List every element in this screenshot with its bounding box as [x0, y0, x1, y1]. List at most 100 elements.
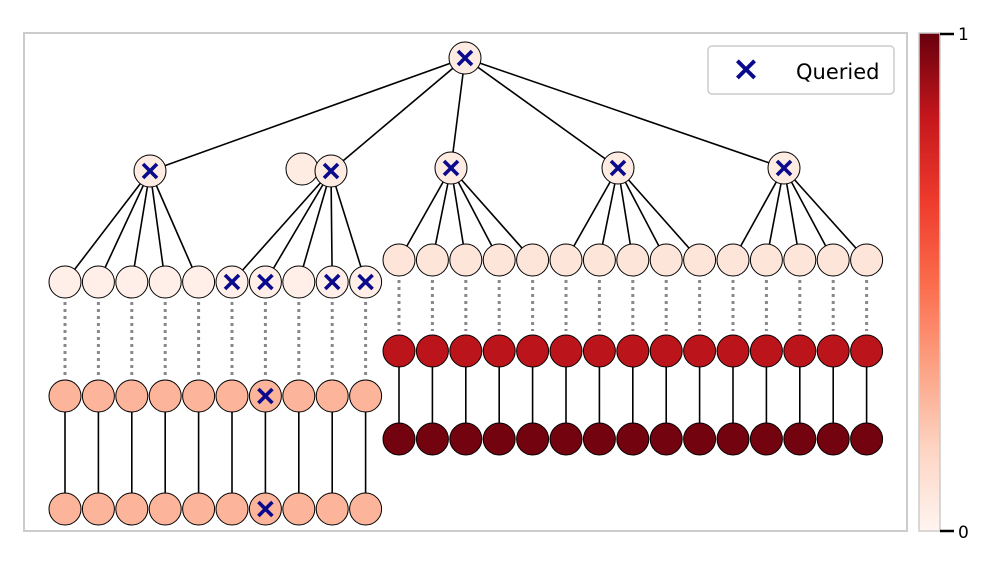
left-mid-node [349, 379, 383, 413]
tree-edge [464, 57, 619, 169]
right-leaf-node [516, 243, 550, 277]
query-marker-icon [775, 159, 793, 177]
tree-edge [617, 167, 667, 261]
tree-edge [450, 167, 534, 261]
right-bottom-node [850, 422, 884, 456]
tree-edge [231, 170, 332, 283]
right-mid-node [482, 334, 516, 368]
left-mid-node [282, 379, 316, 413]
colorbar-min-label: 0 [958, 523, 969, 543]
right-leaf-node [816, 243, 850, 277]
right-mid-node [850, 334, 884, 368]
right-leaf-node [649, 243, 683, 277]
tree-edge [131, 170, 151, 283]
left-mid-node [148, 379, 182, 413]
left-bottom-node [182, 492, 216, 526]
right-bottom-node [549, 422, 583, 456]
right-mid-node [582, 334, 616, 368]
right-mid-node [716, 334, 750, 368]
query-markers [141, 49, 793, 518]
tree-edge [617, 167, 701, 261]
right-bottom-node [415, 422, 449, 456]
left-mid-node [182, 379, 216, 413]
right-leaf-node [783, 243, 817, 277]
tree-edge [149, 170, 166, 283]
left-bottom-node [115, 492, 149, 526]
query-marker-icon [456, 49, 474, 67]
left-leaf-node [81, 265, 115, 299]
right-mid-node [382, 334, 416, 368]
right-bottom-node [816, 422, 850, 456]
left-bottom-node [48, 492, 82, 526]
right-leaf-node [482, 243, 516, 277]
right-bottom-node [683, 422, 717, 456]
right-mid-node [449, 334, 483, 368]
right-leaf-node [449, 243, 483, 277]
right-leaf-node [683, 243, 717, 277]
tree-edge [565, 167, 619, 261]
tree-edge [450, 57, 466, 169]
right-mid-node [783, 334, 817, 368]
tree-edge [732, 167, 785, 261]
query-marker-icon [257, 387, 274, 405]
right-bottom-node [482, 422, 516, 456]
right-mid-node [616, 334, 650, 368]
right-mid-node [649, 334, 683, 368]
left-mid-node [315, 379, 349, 413]
query-marker-icon [223, 273, 241, 291]
legend-label: Queried [796, 60, 879, 84]
colorbar-bar [918, 32, 941, 532]
tree-edge [330, 170, 333, 283]
right-mid-node [683, 334, 717, 368]
tree-edge [97, 170, 151, 283]
dotted-links [63, 280, 869, 376]
right-leaf-node [749, 243, 783, 277]
right-bottom-node [582, 422, 616, 456]
right-leaf-node [582, 243, 616, 277]
left-bottom-node [215, 492, 249, 526]
right-bottom-node [649, 422, 683, 456]
tree-edge [464, 57, 785, 169]
tree-edge [264, 170, 332, 283]
tree-edge [783, 167, 868, 261]
tree-edge [783, 167, 834, 261]
query-marker-icon [323, 273, 341, 291]
tree-edge [298, 170, 332, 283]
right-leaf-node [850, 243, 884, 277]
left-bottom-node [148, 492, 182, 526]
right-bottom-node [749, 422, 783, 456]
right-leaf-node [382, 243, 416, 277]
right-mid-node [415, 334, 449, 368]
left-leaf-node [282, 265, 316, 299]
query-marker-icon [357, 273, 374, 291]
tree-edge [330, 57, 466, 172]
tree-edge [330, 170, 367, 283]
tree-edge [149, 57, 466, 172]
left-leaf-node [182, 265, 216, 299]
level1-node [285, 152, 319, 186]
legend-box [707, 45, 895, 95]
right-leaf-node [415, 243, 449, 277]
left-mid-node [215, 379, 249, 413]
tree-nodes [48, 41, 884, 526]
left-leaf-node [148, 265, 182, 299]
left-mid-node [48, 379, 82, 413]
left-leaf-node [115, 265, 149, 299]
right-bottom-node [516, 422, 550, 456]
left-bottom-node [282, 492, 316, 526]
left-mid-node [81, 379, 115, 413]
right-bottom-node [449, 422, 483, 456]
right-bottom-node [783, 422, 817, 456]
query-marker-icon [609, 159, 627, 177]
tree-edge [450, 167, 500, 261]
query-marker-icon [141, 162, 159, 180]
right-leaf-node [716, 243, 750, 277]
query-marker-icon [257, 273, 274, 291]
right-leaf-node [616, 243, 650, 277]
colorbar-max-label: 1 [958, 25, 969, 45]
right-bottom-node [382, 422, 416, 456]
left-bottom-node [315, 492, 349, 526]
right-mid-node [816, 334, 850, 368]
tree-edges [64, 57, 868, 509]
